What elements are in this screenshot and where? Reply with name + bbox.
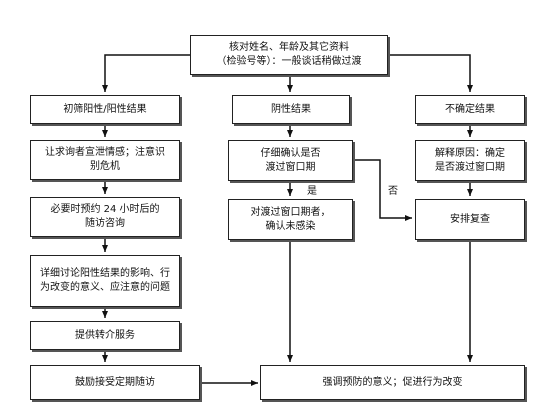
- top-node: 核对姓名、年龄及其它资料 （检验号等）：一般谈话稍做过渡: [190, 35, 388, 75]
- negative-result-text: 阴性结果: [271, 103, 311, 115]
- positive-step-followup: 鼓励接受定期随访: [30, 365, 200, 400]
- top-node-text: 核对姓名、年龄及其它资料 （检验号等）：一般谈话稍做过渡: [216, 42, 362, 67]
- positive-step-discussion-text: 详细讨论阳性结果的影响、行 为改变的意义、应注意的问题: [40, 268, 170, 293]
- positive-step-vent-emotions-text: 让求询者宣泄情感；注意识 别危机: [45, 147, 165, 172]
- connector-top-to-uncertain: [388, 54, 473, 92]
- uncertain-result-node: 不确定结果: [415, 95, 525, 124]
- uncertain-result-text: 不确定结果: [445, 103, 495, 115]
- positive-step-appointment: 必要时预约 24 小时后的 随访咨询: [30, 197, 180, 237]
- negative-step-window-check-text: 仔细确认是否 渡过窗口期: [260, 147, 321, 173]
- connector-top-to-positive: [102, 54, 190, 92]
- edge-label-yes: 是: [307, 186, 317, 197]
- negative-result-node: 阴性结果: [232, 95, 350, 124]
- prevention-text: 强调预防的意义；促进行为改变: [322, 376, 463, 388]
- positive-step-referral: 提供转介服务: [30, 321, 180, 350]
- positive-result-node: 初筛阳性/阳性结果: [30, 95, 180, 124]
- negative-step-confirm-uninfected: 对渡过窗口期者， 确认未感染: [228, 199, 353, 240]
- positive-result-text: 初筛阳性/阳性结果: [63, 103, 147, 115]
- positive-step-vent-emotions: 让求询者宣泄情感；注意识 别危机: [30, 140, 180, 180]
- positive-step-appointment-text: 必要时预约 24 小时后的 随访咨询: [50, 204, 160, 229]
- positive-step-referral-text: 提供转介服务: [75, 329, 135, 341]
- edge-label-no: 否: [388, 186, 398, 197]
- negative-step-window-check: 仔细确认是否 渡过窗口期: [228, 140, 353, 181]
- connector-negative-no: [353, 159, 412, 221]
- positive-step-discussion: 详细讨论阳性结果的影响、行 为改变的意义、应注意的问题: [30, 255, 180, 307]
- followup-retest-node: 安排复查: [415, 199, 525, 240]
- uncertain-step-explain-text: 解释原因：确定 是否渡过窗口期: [435, 147, 505, 173]
- prevention-node: 强调预防的意义；促进行为改变: [260, 365, 525, 400]
- positive-step-followup-text: 鼓励接受定期随访: [75, 376, 155, 388]
- uncertain-step-explain: 解释原因：确定 是否渡过窗口期: [415, 140, 525, 181]
- followup-retest-text: 安排复查: [450, 213, 490, 225]
- negative-step-confirm-uninfected-text: 对渡过窗口期者， 确认未感染: [250, 206, 331, 232]
